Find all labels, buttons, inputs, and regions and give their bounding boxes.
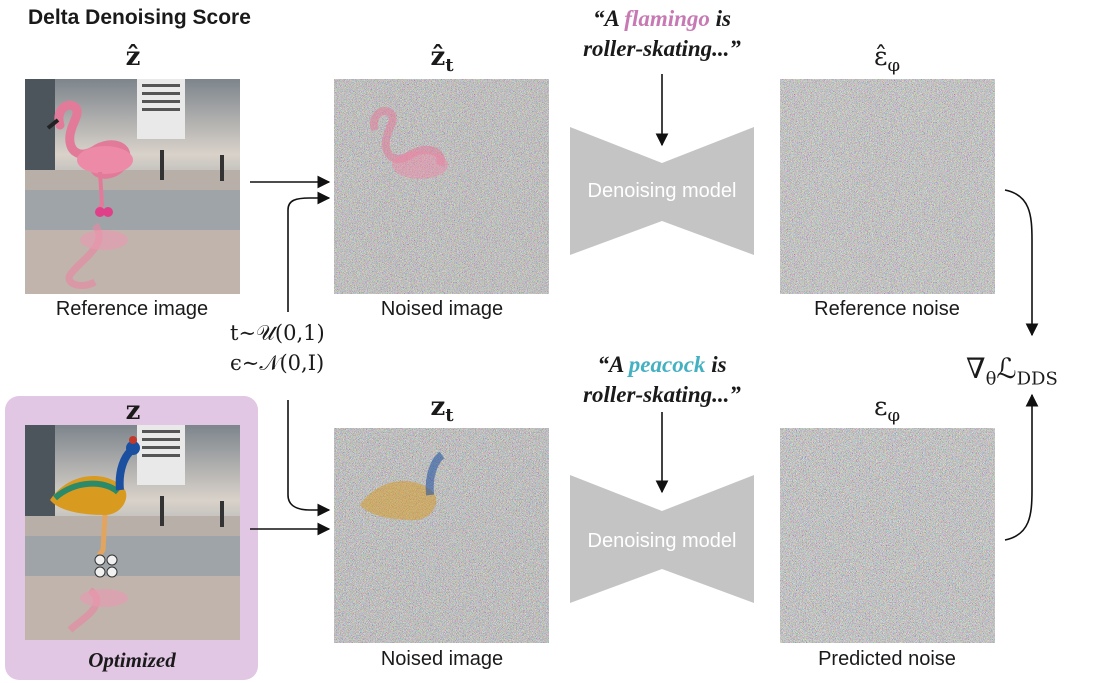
noised-image-top: [334, 79, 549, 294]
eps-phi-symbol: εφ: [787, 392, 987, 426]
optimized-image: [25, 425, 240, 640]
arrow-noise-to-bottom: [288, 400, 329, 510]
sampling-params: t∼𝒰(0,1) ϵ∼𝒩(0,I): [230, 318, 325, 378]
prompt-word-flamingo: flamingo: [624, 6, 710, 31]
optimized-label: Optimized: [22, 648, 242, 673]
eps-distribution: ϵ∼𝒩(0,I): [230, 348, 325, 378]
noised-image-bottom: [334, 428, 549, 643]
noised-image-caption-bottom: Noised image: [342, 648, 542, 671]
z-t-symbol: zt: [342, 392, 542, 426]
reference-noise-map: [780, 79, 995, 294]
prompt-word-peacock: peacock: [629, 352, 706, 377]
noised-image-caption-top: Noised image: [342, 298, 542, 321]
arrow-prednoise-to-loss: [1005, 395, 1032, 540]
diagram-title: Delta Denoising Score: [28, 6, 251, 30]
reference-noise-caption: Reference noise: [787, 298, 987, 321]
predicted-noise-caption: Predicted noise: [787, 648, 987, 671]
eps-hat-phi-symbol: ε̂φ: [787, 42, 987, 76]
denoising-model-label-top: Denoising model: [562, 180, 762, 203]
reference-image: [25, 79, 240, 294]
z-hat-t-symbol: ẑt: [342, 42, 542, 76]
reference-image-caption: Reference image: [32, 298, 232, 321]
t-distribution: t∼𝒰(0,1): [230, 318, 325, 348]
z-symbol: z: [33, 396, 233, 426]
dds-loss-gradient: ∇θℒDDS: [966, 352, 1058, 390]
prompt-bottom: “A peacock is roller-skating...”: [532, 350, 792, 410]
denoising-model-label-bottom: Denoising model: [562, 530, 762, 553]
z-hat-symbol: ẑ: [33, 42, 233, 72]
arrow-refnoise-to-loss: [1005, 190, 1032, 335]
arrow-noise-to-top: [288, 198, 329, 312]
prompt-top: “A flamingo is roller-skating...”: [532, 4, 792, 64]
predicted-noise-map: [780, 428, 995, 643]
